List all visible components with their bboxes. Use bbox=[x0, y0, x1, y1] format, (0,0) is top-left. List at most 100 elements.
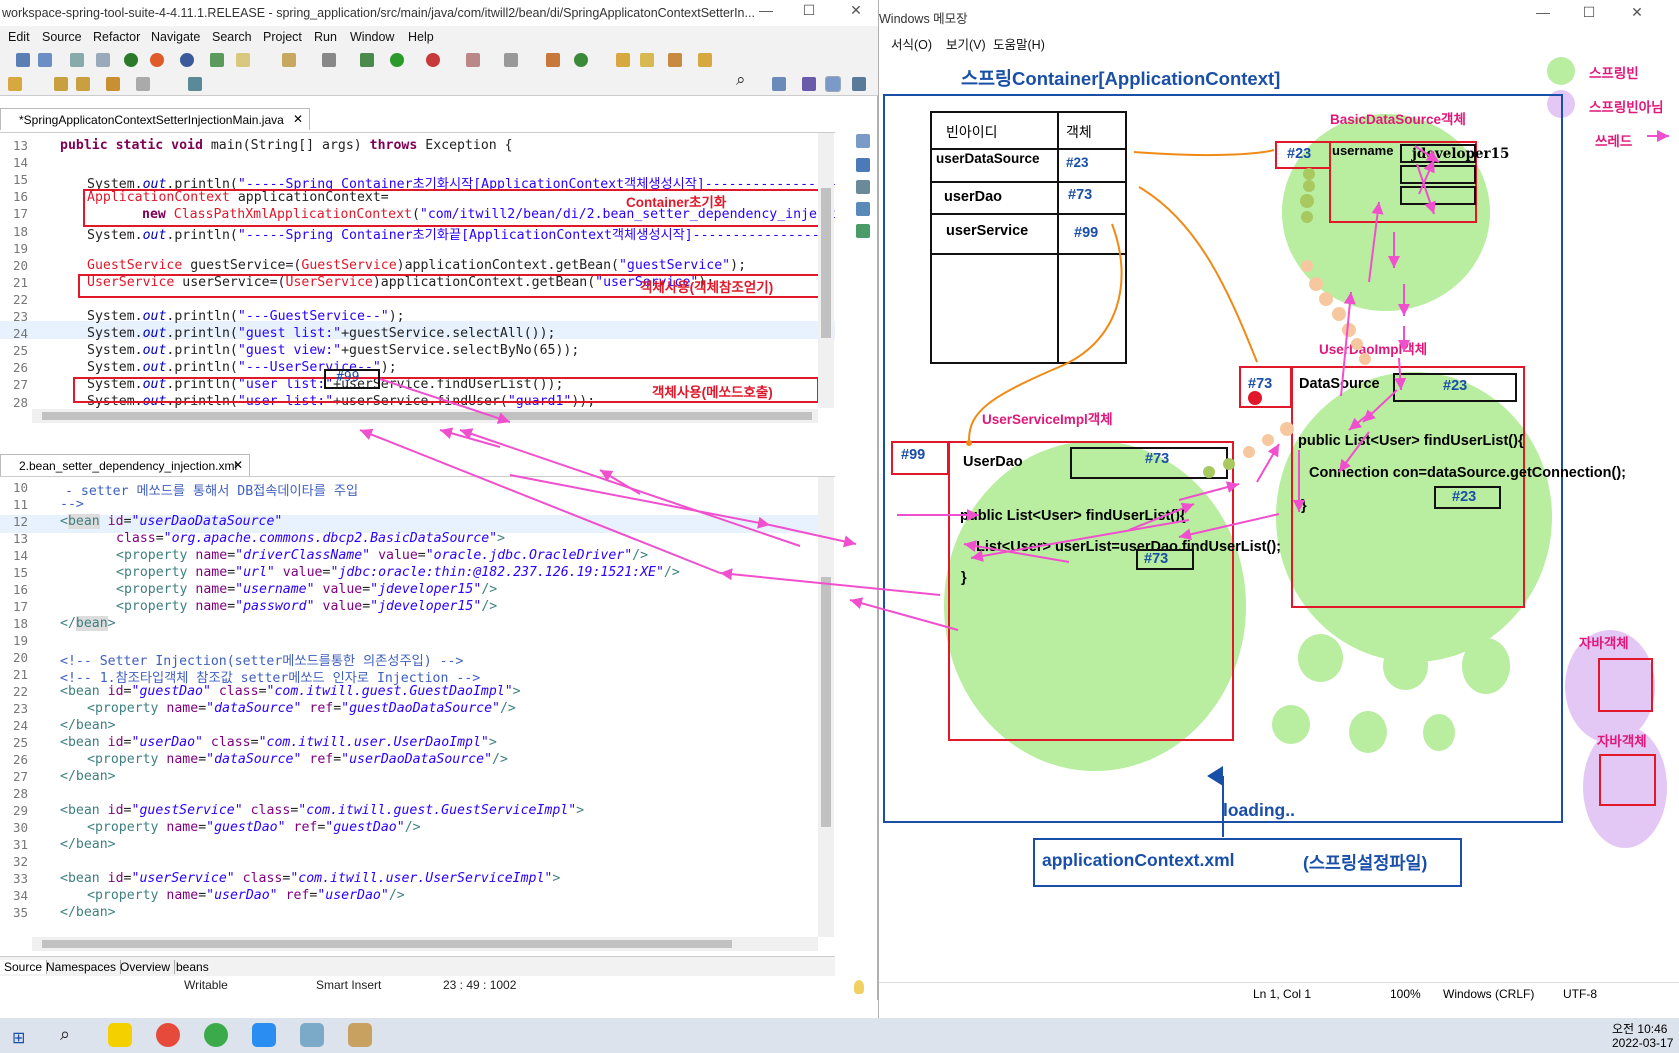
pin-editor-icon[interactable] bbox=[188, 77, 202, 91]
kakaotalk-icon[interactable] bbox=[108, 1023, 132, 1047]
tab-beans[interactable]: beans bbox=[176, 960, 209, 974]
open-perspective-icon[interactable] bbox=[772, 77, 786, 91]
java-perspective-icon[interactable] bbox=[802, 77, 816, 91]
xml-line-12: <bean id="userDaoDataSource" bbox=[60, 514, 283, 529]
tab-overview[interactable]: Overview bbox=[116, 960, 176, 974]
tab-namespaces[interactable]: Namespaces bbox=[42, 960, 122, 974]
taskbar-search-icon[interactable]: ⌕ bbox=[60, 1024, 71, 1044]
zoom-icon[interactable] bbox=[252, 1023, 276, 1047]
prev-edit-icon[interactable] bbox=[54, 77, 68, 91]
maximize-button[interactable]: ☐ bbox=[802, 2, 816, 18]
task-list-icon[interactable] bbox=[856, 180, 870, 194]
external-tools-icon[interactable] bbox=[504, 53, 518, 67]
new-class-icon[interactable] bbox=[574, 53, 588, 67]
java-horizontal-scrollbar[interactable] bbox=[32, 409, 818, 423]
line-number: 13 bbox=[12, 531, 28, 546]
tab-source[interactable]: Source bbox=[0, 960, 48, 974]
globe-icon[interactable] bbox=[180, 53, 194, 67]
java-object-1 bbox=[1565, 630, 1655, 743]
close-button[interactable]: ✕ bbox=[850, 2, 862, 18]
debug-icon[interactable] bbox=[360, 53, 374, 67]
menu-edit[interactable]: Edit bbox=[8, 30, 30, 44]
folder-icon[interactable] bbox=[698, 53, 712, 67]
print-icon[interactable] bbox=[70, 53, 84, 67]
menu-help[interactable]: Help bbox=[408, 30, 434, 44]
userservice-impl-box bbox=[948, 441, 1234, 741]
menu-format[interactable]: 서식(O) bbox=[891, 38, 933, 52]
edit-icon[interactable] bbox=[668, 53, 682, 67]
object-use-ref-annotation: 객체사용(객체참조얻기) bbox=[640, 280, 774, 295]
sts-icon[interactable] bbox=[204, 1023, 228, 1047]
pen-icon[interactable] bbox=[236, 53, 250, 67]
menu-run[interactable]: Run bbox=[314, 30, 337, 44]
windows-start-icon[interactable]: ⊞ bbox=[12, 1030, 26, 1047]
line-number: 21 bbox=[12, 274, 28, 290]
menu-project[interactable]: Project bbox=[263, 30, 302, 44]
xml-line-10: - setter 메쏘드를 통해서 DB접속데이타를 주입 bbox=[65, 484, 359, 499]
notepad-taskbar-icon[interactable] bbox=[300, 1023, 324, 1047]
coverage-icon[interactable] bbox=[426, 53, 440, 67]
close-xml-tab-icon[interactable]: ✕ bbox=[232, 458, 243, 472]
xml-line-11: --> bbox=[60, 497, 84, 512]
chrome-icon[interactable] bbox=[156, 1023, 180, 1047]
spring-boot-icon[interactable] bbox=[124, 53, 138, 67]
minimize-view-icon[interactable] bbox=[856, 134, 870, 148]
xml-horizontal-scrollbar[interactable] bbox=[32, 937, 818, 951]
pilcrow-icon[interactable] bbox=[322, 53, 336, 67]
debug-perspective-icon[interactable] bbox=[852, 77, 866, 91]
tab-xml-editor[interactable]: 2.bean_setter_dependency_injection.xml ✕ bbox=[0, 454, 250, 476]
problems-icon[interactable] bbox=[856, 202, 870, 216]
menu-help-np[interactable]: 도움말(H) bbox=[993, 38, 1045, 52]
menu-search[interactable]: Search bbox=[212, 30, 252, 44]
notepad-minimize-button[interactable]: — bbox=[1536, 4, 1550, 20]
line-number: 23 bbox=[12, 701, 28, 716]
stop-icon[interactable] bbox=[466, 53, 480, 67]
menu-view[interactable]: 보기(V) bbox=[946, 38, 986, 52]
tab-java-editor[interactable]: *SpringApplicatonContextSetterInjectionM… bbox=[0, 108, 310, 130]
save-icon[interactable] bbox=[16, 53, 30, 67]
bookmark-icon[interactable] bbox=[282, 53, 296, 67]
lightbulb-icon[interactable] bbox=[854, 980, 864, 994]
boot-dashboard-icon[interactable] bbox=[856, 224, 870, 238]
new-package-icon[interactable] bbox=[546, 53, 560, 67]
open-folder-icon[interactable] bbox=[616, 53, 630, 67]
open-type-icon[interactable] bbox=[640, 53, 654, 67]
save-all-icon[interactable] bbox=[38, 53, 52, 67]
notepad-canvas[interactable]: 스프링빈 스프링빈아님 쓰레드 스프링Container[Application… bbox=[879, 52, 1679, 982]
other-spring-bean bbox=[1462, 638, 1510, 694]
menu-source[interactable]: Source bbox=[42, 30, 82, 44]
code-line-13: public static void main(String[] args) t… bbox=[60, 138, 513, 153]
back-icon[interactable] bbox=[106, 77, 120, 91]
task-icon[interactable] bbox=[210, 53, 224, 67]
paint-icon[interactable] bbox=[348, 1023, 372, 1047]
notepad-maximize-button[interactable]: ☐ bbox=[1582, 4, 1596, 20]
line-number: 28 bbox=[12, 786, 28, 801]
java-vertical-scrollbar[interactable] bbox=[818, 133, 834, 408]
menu-navigate[interactable]: Navigate bbox=[151, 30, 201, 44]
userdao-field: UserDao bbox=[963, 454, 1023, 470]
refresh-icon[interactable] bbox=[150, 53, 164, 67]
userdao-impl-bean bbox=[1276, 372, 1552, 662]
ref99-box bbox=[324, 369, 380, 389]
line-number: 25 bbox=[12, 735, 28, 750]
spring-perspective-icon[interactable] bbox=[825, 76, 841, 92]
basic-datasource-ref: #23 bbox=[1287, 146, 1312, 162]
forward-icon[interactable] bbox=[136, 77, 150, 91]
row-userservice-id: userService bbox=[946, 223, 1029, 239]
minimize-button[interactable]: — bbox=[759, 2, 773, 18]
menu-window[interactable]: Window bbox=[350, 30, 395, 44]
run-icon[interactable] bbox=[390, 53, 404, 67]
line-number: 29 bbox=[12, 803, 28, 818]
search-icon[interactable]: ⌕ bbox=[736, 70, 746, 89]
menu-refactor[interactable]: Refactor bbox=[93, 30, 141, 44]
xml-vertical-scrollbar[interactable] bbox=[818, 477, 834, 937]
terminal-icon[interactable] bbox=[96, 53, 110, 67]
userdao-method-body: Connection con=dataSource.getConnection(… bbox=[1309, 465, 1626, 481]
close-tab-icon[interactable]: ✕ bbox=[292, 112, 303, 126]
notepad-close-button[interactable]: ✕ bbox=[1631, 4, 1643, 20]
annotation-icon[interactable] bbox=[8, 77, 22, 91]
next-annotation-icon[interactable] bbox=[76, 77, 90, 91]
outline-icon[interactable] bbox=[856, 158, 870, 172]
